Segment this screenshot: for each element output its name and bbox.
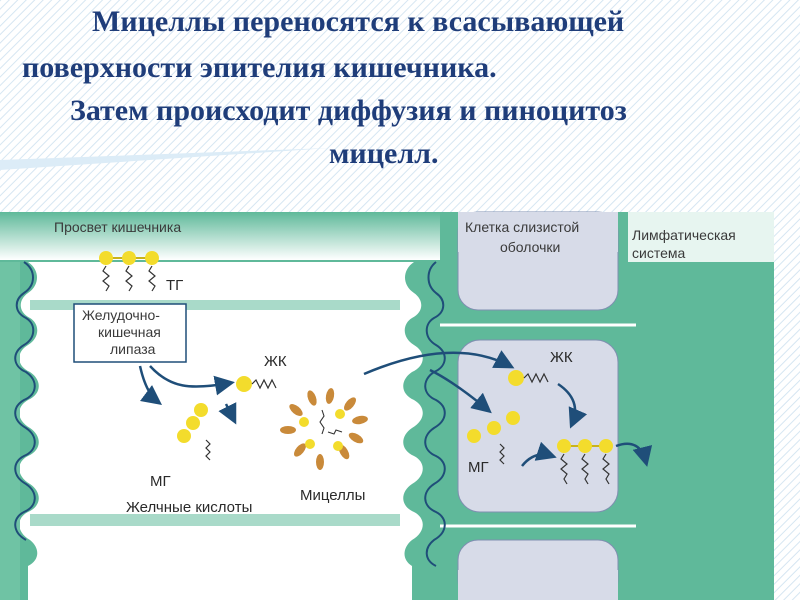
brush-border <box>424 261 446 567</box>
lymph-label-line-1: Лимфатическая <box>632 227 736 243</box>
fa-label-lumen: ЖК <box>264 353 287 370</box>
mg-label-lumen: МГ <box>150 473 171 490</box>
title-line-3: Затем происходит диффузия и пиноцитоз <box>70 94 627 127</box>
title-line-2: поверхности эпителия кишечника. <box>22 51 497 84</box>
triglyceride-molecule <box>99 251 159 292</box>
lymph-label-line-2: система <box>632 245 685 261</box>
arrow-into-cell <box>429 368 492 414</box>
monoglyceride-lumen <box>177 403 211 461</box>
lymph-column <box>636 212 774 600</box>
tg-label: ТГ <box>166 277 183 294</box>
lipase-box <box>73 303 187 363</box>
mg-label-cell: МГ <box>468 459 489 476</box>
lumen-label: Просвет кишечника <box>54 219 181 235</box>
lumen-band-2 <box>30 514 400 526</box>
arrow-fa-to-tg <box>557 382 588 429</box>
lipase-line-3: липаза <box>110 341 156 357</box>
fatty-acid-cell <box>508 370 549 386</box>
left-villi-wall <box>0 262 20 600</box>
arrow-down-small <box>218 402 237 425</box>
monoglyceride-cell <box>467 411 520 465</box>
arrow-to-cell <box>363 350 515 376</box>
title-line-1: Мицеллы переносятся к всасывающей <box>92 5 625 38</box>
lipase-line-1: Желудочно- <box>82 307 160 323</box>
lymph-label-bg <box>628 212 774 262</box>
arrow-mg-to-tg <box>521 441 557 467</box>
fa-label-cell: ЖК <box>550 349 573 366</box>
lipase-line-2: кишечная <box>98 324 161 340</box>
cell-label-line-2: оболочки <box>500 239 560 255</box>
arrow-to-lymph <box>615 442 653 467</box>
arrow-lipase-to-mg <box>138 365 162 406</box>
fatty-acid-lumen <box>236 376 277 392</box>
title-line-4: мицелл. <box>329 137 439 170</box>
micelles-label: Мицеллы <box>300 487 365 504</box>
micelle <box>280 388 368 470</box>
lumen-band-1 <box>30 300 400 310</box>
left-wall-outline <box>14 261 36 541</box>
triglyceride-cell <box>557 439 613 485</box>
cell-label-line-1: Клетка слизистой <box>465 219 579 235</box>
bile-acids-label: Желчные кислоты <box>126 499 252 516</box>
arrow-lipase-to-fa <box>149 365 235 396</box>
mucosa-cell <box>457 339 619 513</box>
